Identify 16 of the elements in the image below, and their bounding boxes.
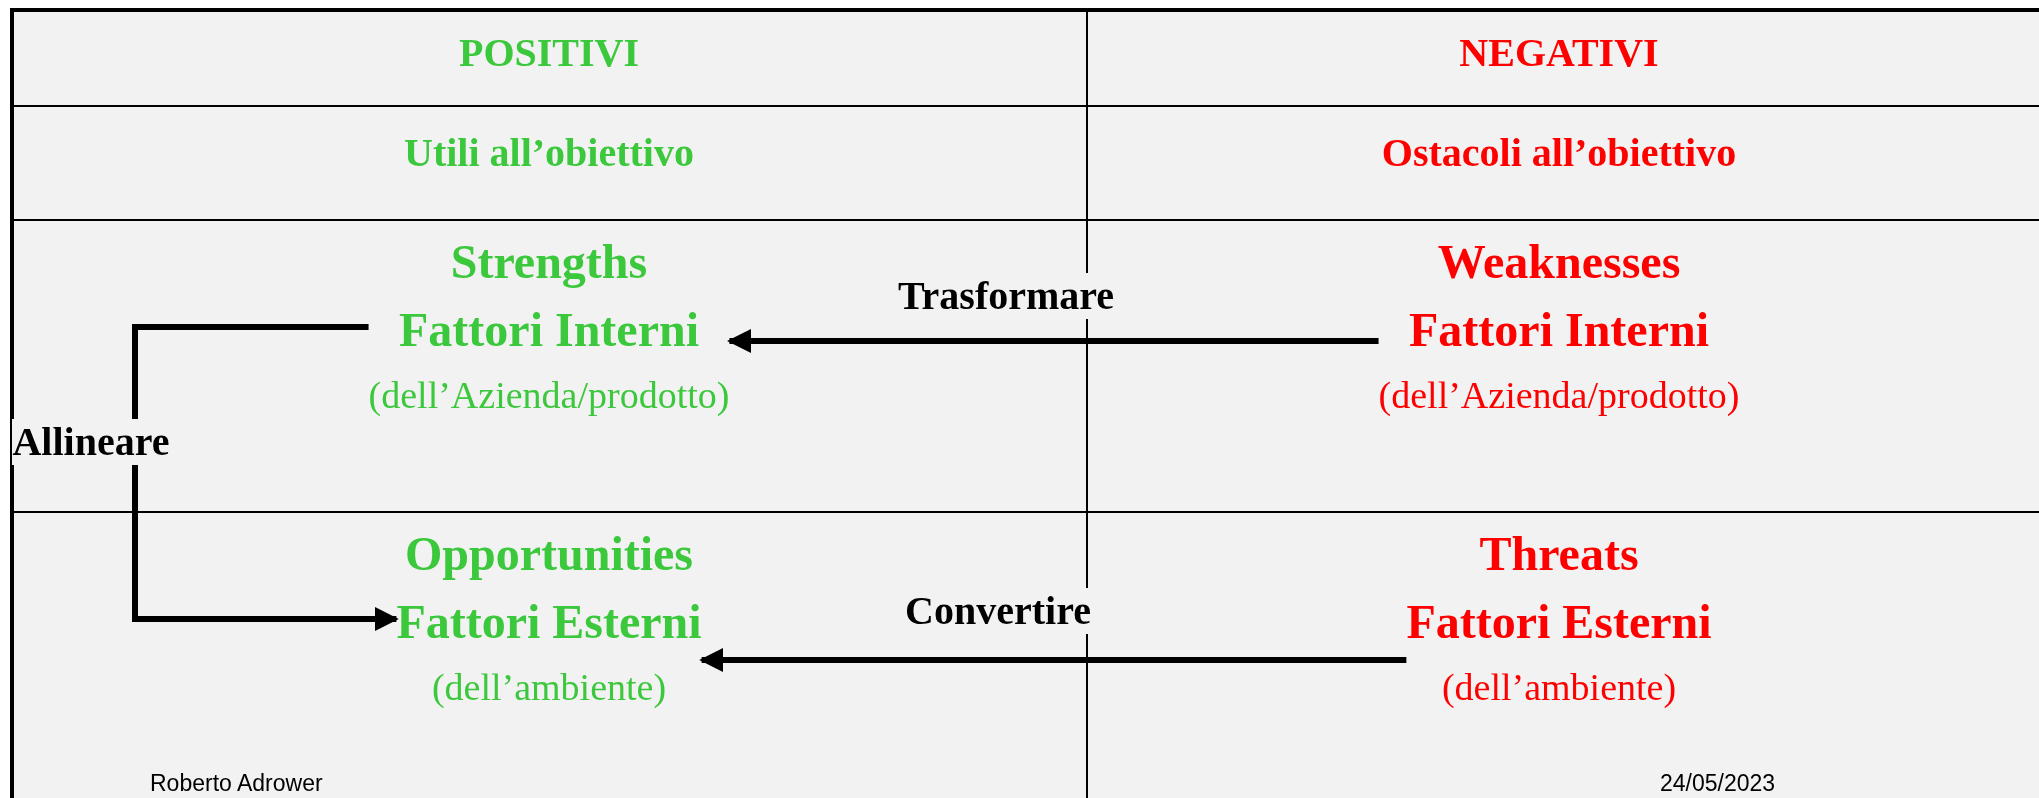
- edge-label: Convertire: [905, 588, 1091, 634]
- quadrant-text: Weaknesses Fattori Interni (dell’Azienda/prodotto): [1378, 228, 1740, 426]
- column-header: POSITIVI: [458, 26, 640, 80]
- author-name: Roberto Adrower: [150, 770, 323, 797]
- edge-label: Trasformare: [897, 273, 1115, 319]
- arrow: [132, 324, 399, 631]
- quadrant-text: Strengths Fattori Interni (dell’Azienda/prodotto): [368, 228, 730, 426]
- arrow: [727, 329, 1379, 353]
- quadrant-text: Threats Fattori Esterni (dell’ambiente): [1406, 520, 1712, 718]
- row-header: Ostacoli all’obiettivo: [1381, 126, 1737, 180]
- edge-label: Allineare: [12, 419, 170, 465]
- arrow: [699, 648, 1407, 672]
- quadrant-text: Opportunities Fattori Esterni (dell’ambiente): [396, 520, 702, 718]
- date: 24/05/2023: [1660, 770, 1776, 797]
- row-header: Utili all’obiettivo: [404, 126, 694, 180]
- column-header: NEGATIVI: [1459, 26, 1659, 80]
